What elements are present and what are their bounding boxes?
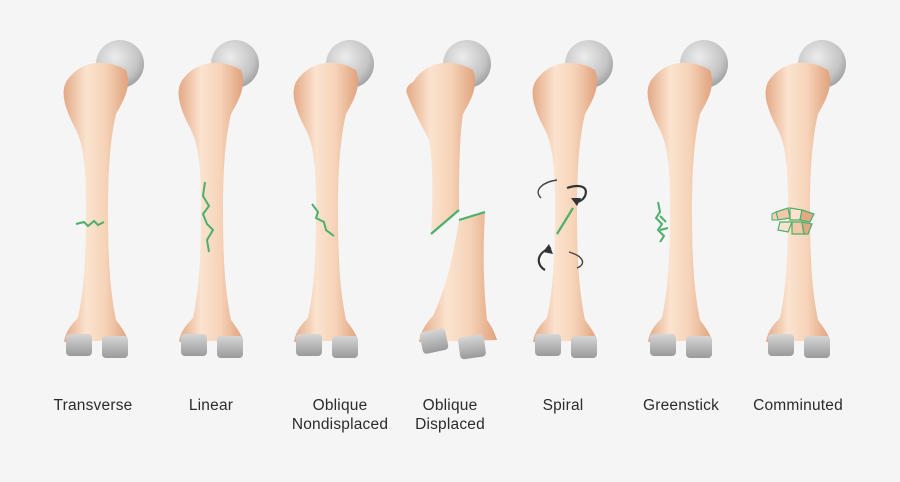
label-line: Nondisplaced: [291, 416, 389, 433]
label-transverse: Transverse: [28, 396, 158, 415]
bone-greenstick: [612, 30, 742, 370]
bone-transverse: [28, 30, 158, 370]
label-oblique-nondisplaced: Oblique Nondisplaced: [275, 396, 405, 434]
bone-oblique-nondisplaced: [258, 30, 388, 370]
label-line: Oblique: [312, 397, 368, 414]
bone-comminuted: [730, 30, 860, 370]
label-greenstick: Greenstick: [616, 396, 746, 415]
bone-oblique-displaced: [375, 30, 505, 370]
label-spiral: Spiral: [498, 396, 628, 415]
label-line: Linear: [188, 397, 234, 414]
label-comminuted: Comminuted: [733, 396, 863, 415]
bone-fragments-icon: [771, 207, 815, 235]
label-linear: Linear: [146, 396, 276, 415]
label-line: Oblique: [422, 397, 478, 414]
bone-spiral: [497, 30, 627, 370]
label-line: Displaced: [415, 416, 485, 433]
label-line: Spiral: [542, 397, 584, 414]
bone-linear: [143, 30, 273, 370]
label-line: Comminuted: [753, 397, 843, 414]
label-oblique-displaced: Oblique Displaced: [385, 396, 515, 434]
label-line: Greenstick: [642, 397, 720, 414]
label-line: Transverse: [53, 397, 133, 414]
